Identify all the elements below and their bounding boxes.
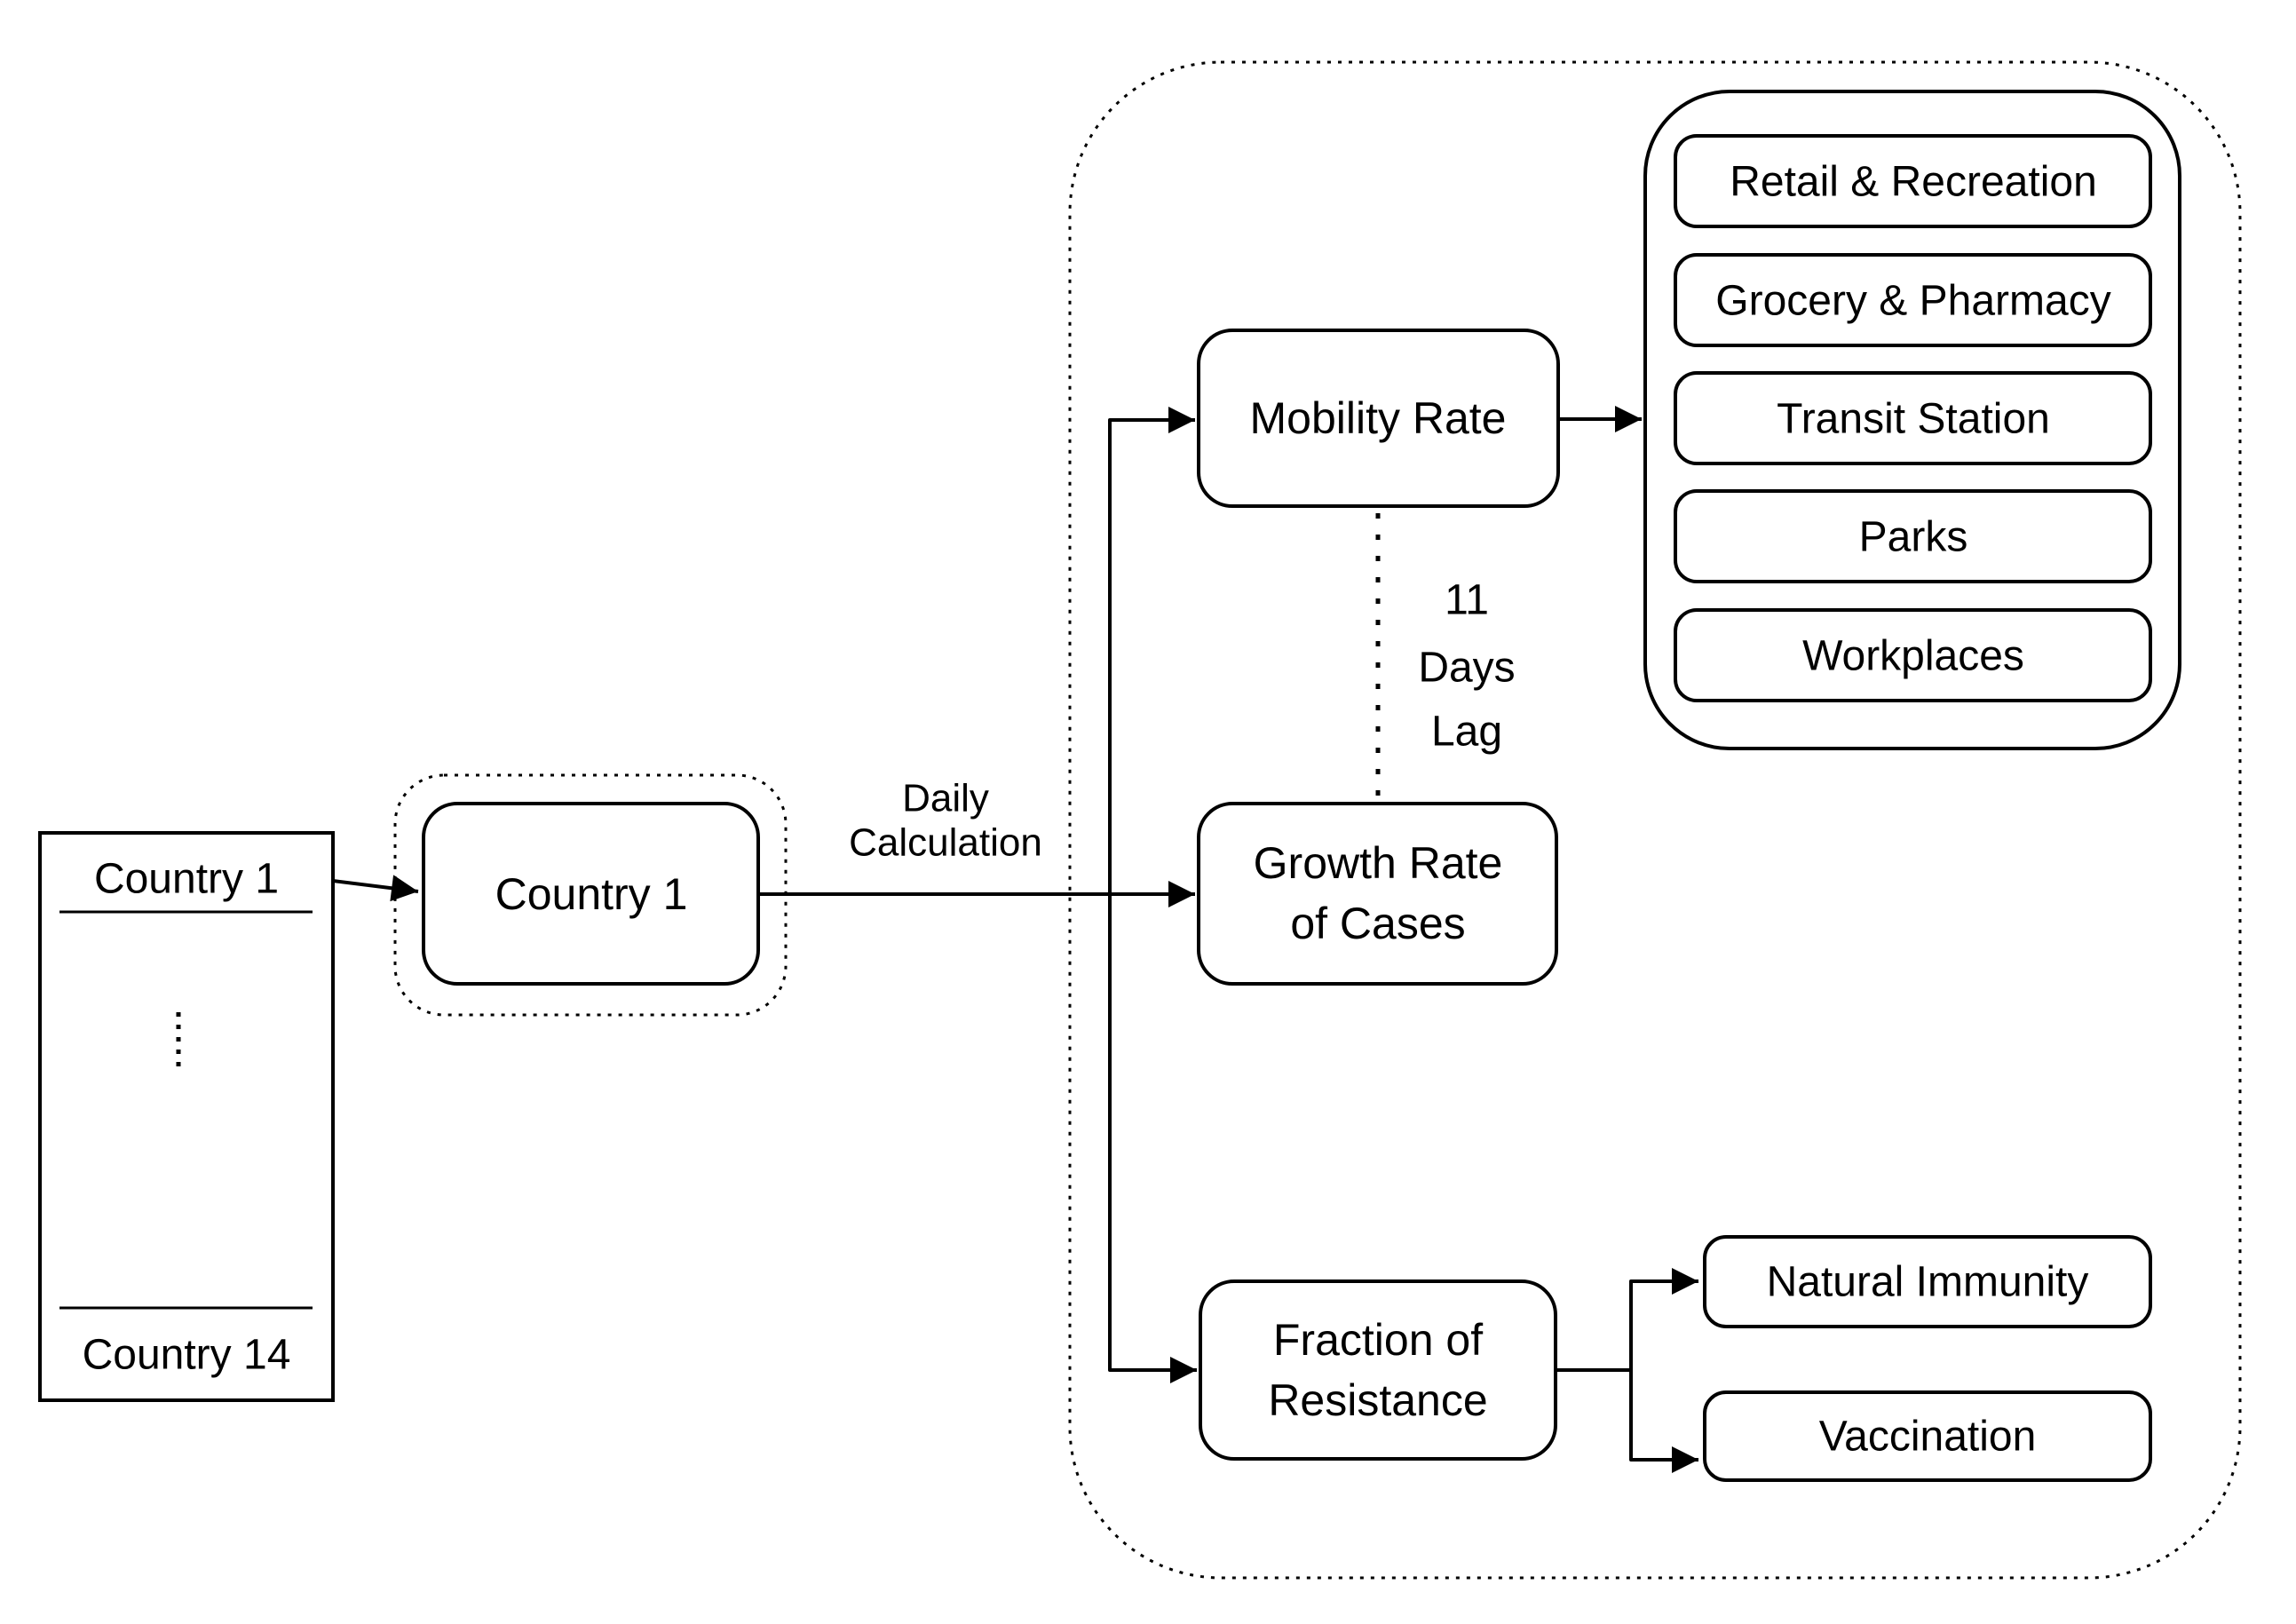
- vaccination-box: [1703, 1390, 2152, 1482]
- growth-rate-box: [1197, 802, 1558, 986]
- natural-immunity-box: [1703, 1235, 2152, 1328]
- category-transit-station-box: [1674, 371, 2152, 465]
- edge-list-to-country: [332, 875, 419, 902]
- edge-branch-to-mobility: [1108, 407, 1195, 894]
- category-workplaces-label: Workplaces: [1802, 633, 2024, 680]
- growth-rate-label-line1: Growth Rate: [1254, 838, 1503, 888]
- growth-rate-node: Growth Rate of Cases: [1197, 802, 1558, 986]
- edge-label-daily-calculation: Daily Calculation: [849, 777, 1042, 865]
- category-retail-recreation-label: Retail & Recreation: [1730, 159, 2097, 206]
- category-transit-station: Transit Station: [1674, 371, 2152, 465]
- natural-immunity-node: Natural Immunity: [1703, 1235, 2152, 1328]
- fraction-of-resistance-label-line2: Resistance: [1268, 1375, 1487, 1425]
- daily-calculation-line1: Daily: [902, 777, 989, 820]
- country-list-item-first: Country 1: [94, 856, 279, 903]
- lag-label-line3: Lag: [1431, 709, 1502, 756]
- edge-to-vaccination: [1629, 1370, 1698, 1473]
- fraction-of-resistance-box: [1199, 1279, 1557, 1461]
- country-node-label: Country 1: [495, 869, 688, 919]
- natural-immunity-label: Natural Immunity: [1767, 1259, 2089, 1306]
- mobility-categories-group: Retail & Recreation Grocery & Pharmacy T…: [1643, 90, 2181, 750]
- category-transit-station-label: Transit Station: [1777, 396, 2050, 443]
- mobility-rate-node: Mobility Rate: [1197, 329, 1560, 508]
- fraction-of-resistance-label-line1: Fraction of: [1273, 1315, 1483, 1365]
- edge-to-natural-immunity: [1629, 1268, 1698, 1370]
- mobility-rate-label: Mobility Rate: [1250, 393, 1507, 443]
- vaccination-node: Vaccination: [1703, 1390, 2152, 1482]
- category-parks-box: [1674, 489, 2152, 583]
- edge-branch-to-fraction: [1108, 894, 1197, 1383]
- category-workplaces: Workplaces: [1674, 608, 2152, 702]
- category-grocery-pharmacy-box: [1674, 253, 2152, 347]
- category-grocery-pharmacy-label: Grocery & Pharmacy: [1715, 278, 2110, 325]
- fraction-of-resistance-node: Fraction of Resistance: [1199, 1279, 1557, 1461]
- country-group: Country 1: [393, 773, 788, 1017]
- category-retail-recreation: Retail & Recreation: [1674, 134, 2152, 228]
- lag-label: 11 Days Lag: [1418, 577, 1515, 756]
- country-list: Country 1 Country 14: [38, 831, 335, 1402]
- country-list-item-last: Country 14: [83, 1332, 291, 1379]
- category-parks: Parks: [1674, 489, 2152, 583]
- daily-calculation-line2: Calculation: [849, 821, 1042, 865]
- category-grocery-pharmacy: Grocery & Pharmacy: [1674, 253, 2152, 347]
- vaccination-label: Vaccination: [1819, 1414, 2037, 1461]
- lag-label-line1: 11: [1445, 577, 1489, 624]
- country-list-box: [38, 831, 335, 1402]
- category-parks-label: Parks: [1859, 514, 1968, 561]
- category-retail-recreation-box: [1674, 134, 2152, 228]
- lag-label-line2: Days: [1418, 645, 1515, 692]
- category-workplaces-box: [1674, 608, 2152, 702]
- growth-rate-label-line2: of Cases: [1290, 899, 1465, 948]
